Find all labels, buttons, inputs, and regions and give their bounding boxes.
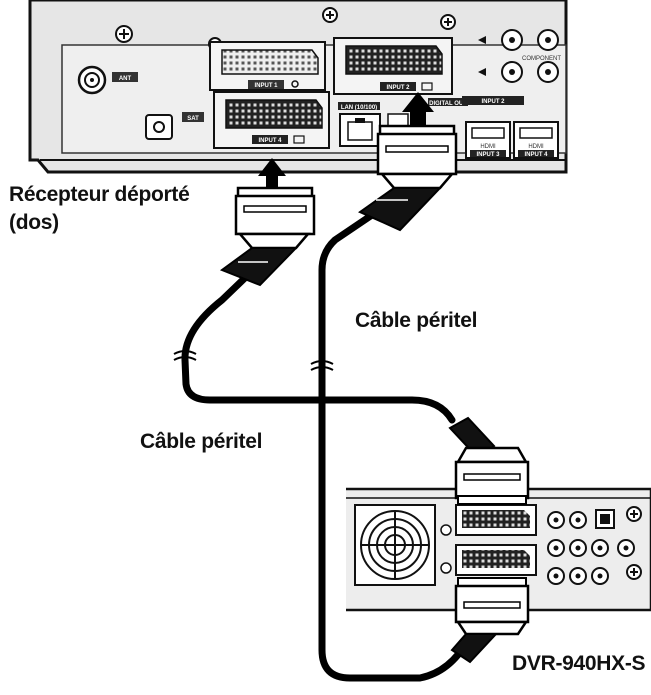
scart-input-1: INPUT 1 [209, 41, 326, 91]
cable-break-mark [310, 366, 334, 371]
scart-plug-left [219, 186, 316, 287]
screw-icon [626, 506, 642, 522]
component-label: COMPONENT [522, 56, 561, 62]
hdmi1-label: HDMI [480, 144, 496, 150]
screw-icon [626, 564, 642, 580]
screw-icon [440, 14, 456, 30]
scart-cable-1 [181, 271, 456, 424]
hdmi-input-3: HDMI INPUT 3 [465, 121, 511, 159]
lan-label: LAN (10/100) [341, 105, 377, 111]
cable-break-mark [173, 350, 197, 355]
input2-component-label: INPUT 2 [481, 99, 505, 105]
receiver-label-line-2: (dos) [9, 211, 59, 234]
sat-connector: SAT [145, 112, 204, 140]
scart-plug-dvr-bottom [450, 577, 530, 664]
screw-icon [115, 25, 133, 43]
fan-grille-icon [354, 504, 436, 586]
screw-icon [322, 7, 338, 23]
scart-plug-dvr-top [448, 416, 530, 505]
cable-label-bottom: Câble péritel [140, 430, 263, 453]
lan-port: LAN (10/100) [338, 102, 381, 147]
screw-icon [440, 524, 452, 536]
dvr-rca-jacks [547, 509, 635, 585]
hdmi2-label: HDMI [528, 144, 544, 150]
arrow-up-icon [402, 92, 434, 126]
screw-icon [440, 562, 452, 574]
receiver-back-panel: ANT SAT INPUT 1 INPUT 4 [28, 0, 568, 174]
ant-label: ANT [119, 76, 132, 82]
hdmi-input-4: HDMI INPUT 4 [513, 121, 559, 159]
scart-plug-right [357, 124, 458, 232]
dvr-label: DVR-940HX-S [512, 652, 646, 675]
scart-cable-2 [318, 211, 472, 682]
cable-break-mark [173, 356, 197, 361]
scart-input-4: INPUT 4 [213, 91, 330, 149]
input4-label: INPUT 4 [258, 138, 282, 144]
component-inputs: COMPONENT INPUT 2 [462, 29, 561, 105]
receiver-label: Récepteur déporté (dos) [9, 181, 190, 237]
cable-label-top: Câble péritel [355, 309, 478, 332]
arrow-up-icon [258, 158, 286, 188]
hdmi1-sub-label: INPUT 3 [476, 152, 500, 158]
dvr-scart-bottom [455, 544, 537, 576]
dvr-scart-top [455, 504, 537, 536]
digital-out-label: DIGITAL OUT [429, 101, 467, 107]
cable-break-mark [310, 360, 334, 365]
scart-input-2: INPUT 2 [333, 37, 453, 95]
input1-label: INPUT 1 [254, 83, 278, 89]
input2-label: INPUT 2 [386, 85, 410, 91]
ant-connector: ANT [77, 65, 138, 95]
dvr-back-panel [346, 487, 651, 612]
sat-label: SAT [187, 116, 199, 122]
hdmi2-sub-label: INPUT 4 [524, 152, 548, 158]
receiver-label-line-1: Récepteur déporté [9, 183, 190, 206]
